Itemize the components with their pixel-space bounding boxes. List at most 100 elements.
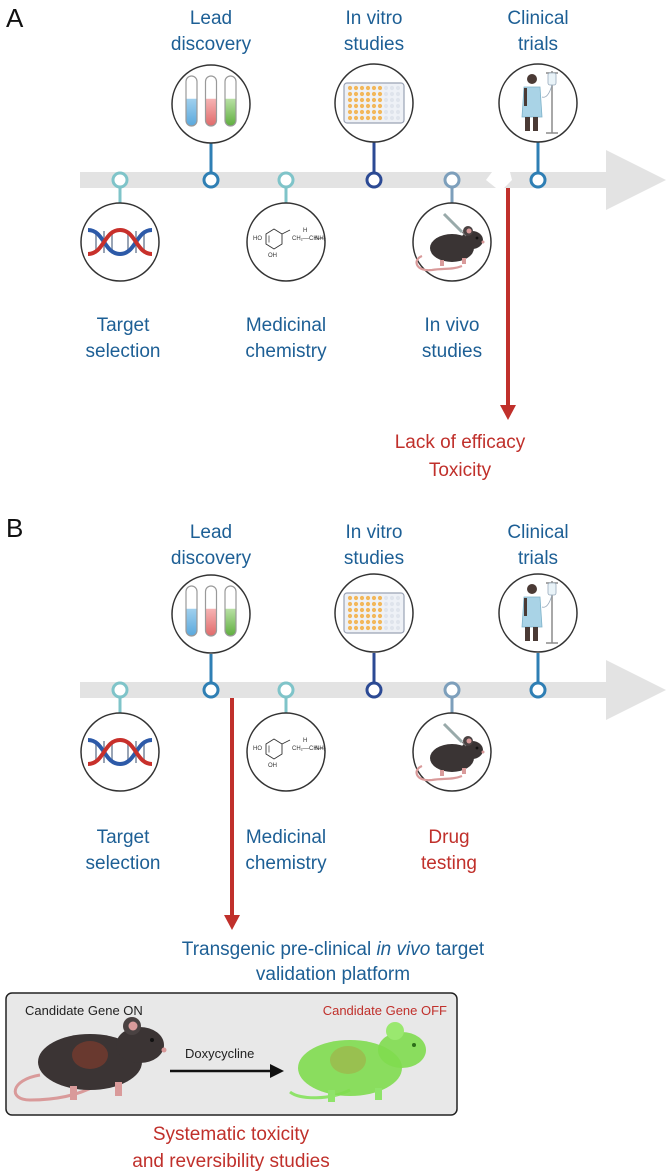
test-tubes-icon	[171, 64, 251, 144]
well-dot	[395, 619, 401, 625]
well-dot	[365, 109, 371, 115]
well-dot	[353, 595, 359, 601]
well-dot	[377, 607, 383, 613]
well-dot	[353, 97, 359, 103]
well-dot	[389, 607, 395, 613]
well-dot	[395, 625, 401, 631]
failure-arrow	[500, 188, 516, 420]
svg-text:CH₂—CH—: CH₂—CH—	[292, 746, 324, 752]
well-dot	[395, 91, 401, 97]
well-dot	[383, 97, 389, 103]
well-dot	[365, 595, 371, 601]
well-dot	[389, 109, 395, 115]
failure-label-line2: Toxicity	[429, 460, 492, 481]
test-tubes-icon	[171, 574, 251, 654]
well-dot	[371, 103, 377, 109]
well-dot	[377, 103, 383, 109]
well-dot	[383, 115, 389, 121]
well-dot	[371, 607, 377, 613]
well-dot	[353, 85, 359, 91]
well-dot	[383, 595, 389, 601]
chemical-structure-icon: HO OH CH₂—CH— H NH₂	[246, 712, 327, 792]
timeline-node-clinical-trials	[529, 171, 547, 189]
well-dot	[353, 103, 359, 109]
well-dot	[395, 97, 401, 103]
failure-label-line1: Lack of efficacy	[395, 432, 526, 453]
conclusion-line2: and reversibility studies	[132, 1151, 329, 1172]
patient-icon	[498, 573, 578, 653]
well-dot	[353, 619, 359, 625]
label-target-selection-line1: Target	[97, 315, 151, 336]
well-dot	[377, 115, 383, 121]
well-dot	[347, 595, 353, 601]
svg-text:H: H	[303, 738, 307, 744]
label-medicinal-chemistry-line1: Medicinal	[246, 315, 326, 336]
well-dot	[389, 595, 395, 601]
well-dot	[359, 109, 365, 115]
well-dot	[353, 607, 359, 613]
well-dot	[347, 613, 353, 619]
well-dot	[389, 85, 395, 91]
well-dot	[395, 115, 401, 121]
well-dot	[377, 625, 383, 631]
well-dot	[377, 601, 383, 607]
label-lead-discovery-line2: discovery	[171, 34, 252, 55]
well-dot	[371, 613, 377, 619]
well-dot	[347, 91, 353, 97]
well-dot	[389, 601, 395, 607]
well-dot	[395, 601, 401, 607]
mouse-injection-icon	[412, 712, 492, 792]
gene-off-label: Candidate Gene OFF	[323, 1003, 447, 1018]
timeline-node-in-vivo	[443, 171, 461, 189]
svg-text:H: H	[303, 228, 307, 234]
svg-text:NH₂: NH₂	[315, 746, 327, 752]
well-dot	[347, 109, 353, 115]
well-dot	[383, 601, 389, 607]
timeline-node-in-vitro	[365, 681, 383, 699]
well-dot	[389, 625, 395, 631]
chemical-structure-icon: HO OH CH₂—CH— H NH₂	[246, 202, 327, 282]
well-dot	[365, 625, 371, 631]
well-dot	[359, 601, 365, 607]
label-target-selection-line2: selection	[86, 341, 161, 362]
well-dot	[347, 601, 353, 607]
label-clinical-trials-line1: Clinical	[507, 8, 568, 29]
label-drug-testing-line2: testing	[421, 853, 477, 874]
label-medicinal-chemistry-line1: Medicinal	[246, 827, 326, 848]
well-dot	[383, 613, 389, 619]
well-dot	[389, 613, 395, 619]
well-dot	[359, 619, 365, 625]
label-in-vitro-line2: studies	[344, 548, 404, 569]
timeline-node-lead-discovery	[202, 681, 220, 699]
well-dot	[371, 109, 377, 115]
well-dot	[353, 613, 359, 619]
timeline-node-drug-testing	[443, 681, 461, 699]
platform-arrow	[224, 698, 240, 930]
well-dot	[383, 109, 389, 115]
label-target-selection-line2: selection	[86, 853, 161, 874]
svg-text:HO: HO	[253, 746, 262, 752]
well-dot	[347, 103, 353, 109]
label-in-vitro-line2: studies	[344, 34, 404, 55]
dna-icon	[80, 712, 160, 792]
label-clinical-trials-line2: trials	[518, 34, 558, 55]
mouse-gene-off-icon	[289, 1022, 426, 1102]
well-dot	[365, 115, 371, 121]
well-dot	[395, 109, 401, 115]
conclusion-line1: Systematic toxicity	[153, 1124, 310, 1145]
well-dot	[371, 601, 377, 607]
well-dot	[365, 103, 371, 109]
well-dot	[371, 115, 377, 121]
well-dot	[353, 601, 359, 607]
well-dot	[353, 625, 359, 631]
svg-text:OH: OH	[268, 253, 277, 259]
label-clinical-trials-line1: Clinical	[507, 522, 568, 543]
well-dot	[383, 625, 389, 631]
label-in-vitro-line1: In vitro	[345, 8, 402, 29]
gene-switch-box: Candidate Gene ON Candidate Gene OFF Dox…	[5, 992, 458, 1116]
panel-letter-a: A	[6, 3, 24, 33]
timeline-node-clinical-trials	[529, 681, 547, 699]
well-dot	[383, 607, 389, 613]
well-dot	[377, 613, 383, 619]
